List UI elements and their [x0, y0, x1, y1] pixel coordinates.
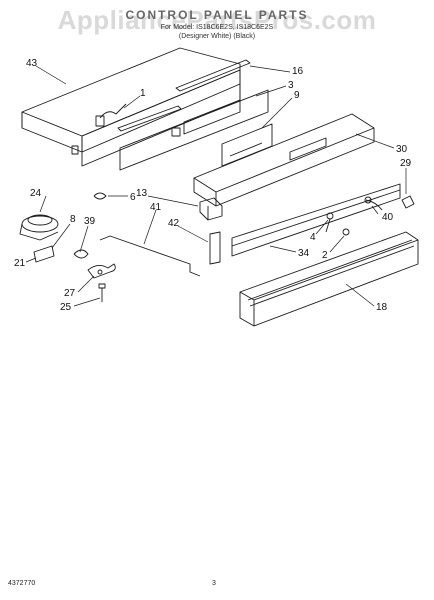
callout-40: 40: [382, 212, 394, 223]
callout-27: 27: [64, 288, 76, 299]
watermark: AppliancePartsPros.com: [57, 5, 377, 35]
part-16-bar: [175, 59, 251, 92]
part-39-cam: [73, 249, 89, 259]
part-1-wire-harness: [95, 103, 182, 132]
part-34-strip: [231, 183, 401, 257]
part-24-motor: [19, 214, 59, 241]
callout-34: 34: [298, 248, 310, 259]
part-30-console: [193, 113, 375, 207]
part-29-knob: [401, 195, 415, 209]
part-42-small-bracket: [209, 231, 221, 265]
color-subtitle: (Designer White) (Black): [178, 33, 256, 40]
callout-9: 9: [294, 90, 300, 101]
part-27-lever: [87, 263, 116, 279]
page-title: CONTROL PANEL PARTS: [125, 8, 309, 22]
callout-41: 41: [150, 202, 162, 213]
leader-lines: [25, 65, 407, 307]
part-2-washer: [342, 228, 350, 236]
callout-30: 30: [396, 144, 408, 155]
callout-16: 16: [292, 66, 304, 77]
document-number: 4372770: [8, 580, 36, 587]
callout-18: 18: [376, 302, 388, 313]
callout-2: 2: [322, 250, 328, 261]
callout-25: 25: [60, 302, 72, 313]
callout-21: 21: [14, 258, 26, 269]
model-subtitle: For Model: IS18C6E2S, IS18C6E2S: [160, 24, 274, 31]
callout-6: 6: [130, 192, 136, 203]
callout-24: 24: [30, 188, 42, 199]
callout-42: 42: [168, 218, 180, 229]
part-8-switch: [33, 245, 55, 263]
part-18-rail: [239, 231, 419, 327]
part-3-control-panel: [119, 89, 269, 171]
part-13-bracket: [199, 197, 223, 221]
callout-39: 39: [84, 216, 96, 227]
callout-4: 4: [310, 232, 316, 243]
callout-3: 3: [288, 80, 294, 91]
callout-43: 43: [26, 58, 38, 69]
page-number: 3: [212, 580, 216, 587]
callout-29: 29: [400, 158, 412, 169]
part-40-spring: [364, 196, 383, 211]
callout-8: 8: [70, 214, 76, 225]
part-25-screw: [98, 283, 106, 302]
part-4-screw: [325, 212, 334, 233]
part-9-control-board: [221, 123, 273, 167]
part-41-rod: [99, 235, 201, 277]
part-6-clip: [93, 192, 107, 200]
callout-1: 1: [140, 88, 146, 99]
part-43-housing: [21, 47, 241, 167]
callout-13: 13: [136, 188, 148, 199]
